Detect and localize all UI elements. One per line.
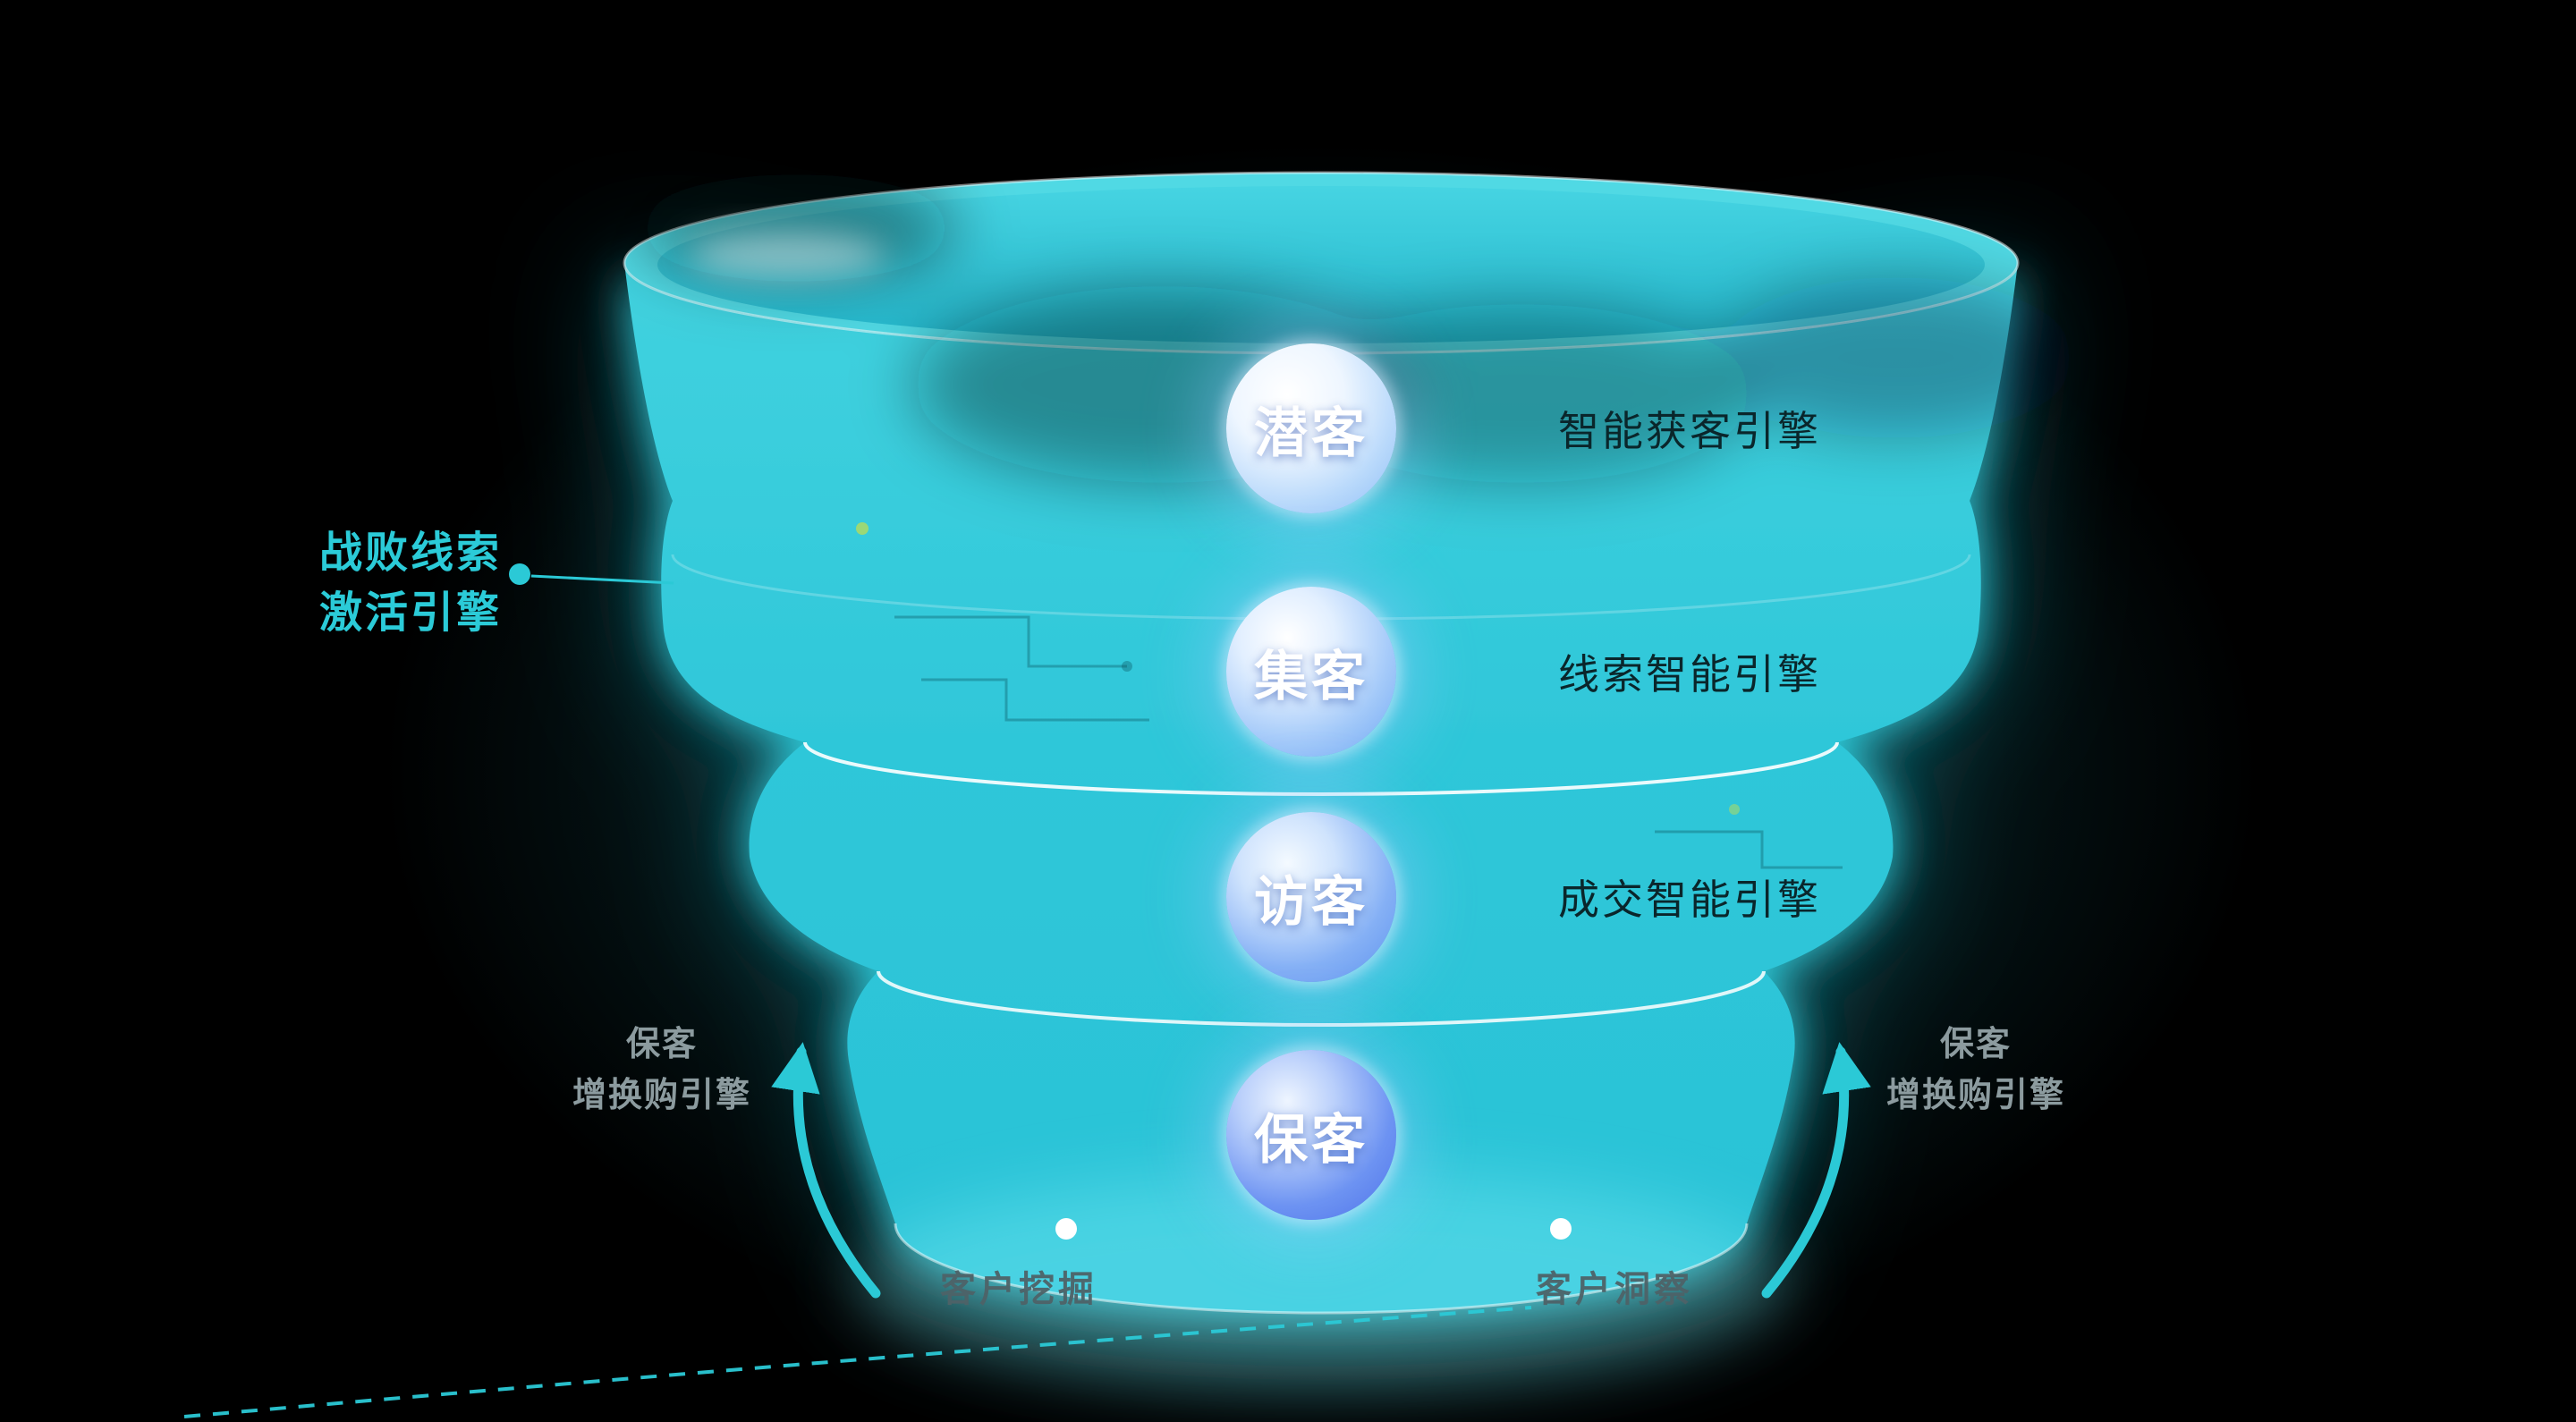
bottom-label-mining: 客户挖掘 [940,1269,1097,1310]
bottom-dot-right [1550,1218,1572,1240]
circuit-traces [894,615,1843,869]
stage-badge-4: 保客 [1226,1050,1396,1220]
callout-connector-line [530,574,674,585]
callout-line2: 激活引擎 [318,588,503,638]
indicator-dot-1 [856,522,869,535]
engine-label-1: 智能获客引擎 [1558,407,1821,455]
stage-label-2: 集客 [1254,645,1368,708]
lost-lead-callout: 战败线索 激活引擎 [319,523,502,643]
tier-arc-1 [803,741,1839,796]
retention-left-line1: 保客 [625,1024,699,1063]
funnel-body [624,263,2018,1313]
left-up-arrow [771,1042,881,1299]
callout-connector-dot [509,563,530,585]
indicator-dot-2 [1729,804,1740,815]
bottom-dashed-arc [183,1306,1532,1418]
stage-label-4: 保客 [1254,1108,1368,1172]
right-up-arrow [1761,1042,1871,1299]
callout-line1: 战败线索 [318,527,503,578]
stage-label-3: 访客 [1254,870,1368,934]
tier-arc-2 [877,970,1766,1027]
retention-right-line1: 保客 [1939,1024,2012,1063]
bottom-label-insight: 客户洞察 [1536,1269,1693,1310]
retention-label-left: 保客 增换购引擎 [572,1019,751,1121]
engine-label-3: 成交智能引擎 [1558,876,1821,924]
stage-badge-1: 潜客 [1226,343,1396,513]
retention-left-line2: 增换购引擎 [572,1075,752,1114]
stage-label-1: 潜客 [1254,402,1368,465]
stage-badge-2: 集客 [1226,587,1396,757]
bottom-dot-left [1055,1218,1077,1240]
stage-badge-3: 访客 [1226,812,1396,982]
retention-right-line2: 增换购引擎 [1885,1075,2066,1114]
retention-label-right: 保客 增换购引擎 [1886,1019,2065,1121]
engine-label-2: 线索智能引擎 [1558,650,1821,698]
rim-highlight [689,232,886,278]
tier-arc-bottom [894,1223,1749,1315]
funnel-opening [657,186,1985,343]
